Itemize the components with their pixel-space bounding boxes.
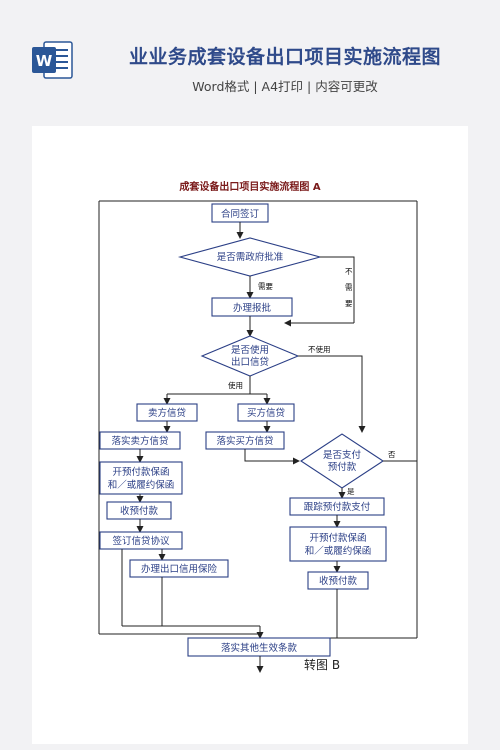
decision-use-credit bbox=[200, 335, 300, 377]
label-no-need-2: 需 bbox=[345, 283, 353, 292]
arrow-impl-buyer-to-prepay bbox=[244, 449, 300, 465]
node-receive-prepay-right-label: 收预付款 bbox=[319, 575, 358, 587]
node-sign-credit-label: 签订信贷协议 bbox=[112, 535, 170, 547]
decision-prepay-label-1: 是否支付 bbox=[323, 449, 362, 461]
label-use: 使用 bbox=[228, 380, 243, 390]
label-need: 需要 bbox=[258, 282, 273, 291]
node-receive-prepay-right bbox=[307, 571, 369, 590]
label-yes: 是 bbox=[347, 487, 355, 496]
node-open-guarantee-right bbox=[289, 526, 387, 562]
node-receive-prepay-left bbox=[106, 501, 172, 520]
node-sign-credit bbox=[99, 531, 183, 550]
node-buyer-credit-label: 买方信贷 bbox=[247, 407, 285, 419]
node-approval-label: 办理报批 bbox=[233, 302, 272, 314]
page-title: 业业务成套设备出口项目实施流程图 bbox=[128, 46, 441, 68]
node-buyer-credit bbox=[237, 403, 295, 422]
arrow-not-use bbox=[298, 355, 366, 433]
label-not-use: 不使用 bbox=[308, 344, 331, 354]
word-document-icon: W bbox=[30, 40, 74, 80]
line-no-need bbox=[320, 256, 355, 323]
document-page: 成套设备出口项目实施流程图 A 合同签订 是否需政府批准 需要 不 需 要 办理… bbox=[32, 126, 468, 744]
label-no-need-3: 要 bbox=[345, 299, 353, 308]
node-open-guarantee-left-label-1: 开预付款保函 bbox=[112, 466, 169, 478]
word-icon-letter: W bbox=[36, 52, 53, 70]
node-open-guarantee-left bbox=[99, 461, 183, 495]
decision-use-credit-label-2: 出口信贷 bbox=[231, 356, 269, 368]
document-heading: 成套设备出口项目实施流程图 A bbox=[179, 180, 320, 193]
node-insurance-label: 办理出口信用保险 bbox=[141, 563, 218, 575]
label-no: 否 bbox=[388, 450, 396, 459]
node-other-terms bbox=[187, 637, 331, 657]
flowchart: 成套设备出口项目实施流程图 A 合同签订 是否需政府批准 需要 不 需 要 办理… bbox=[98, 180, 418, 673]
node-seller-credit-label: 卖方信贷 bbox=[148, 407, 186, 419]
node-impl-seller-label: 落实卖方信贷 bbox=[111, 435, 168, 447]
node-open-guarantee-left-label-2: 和／或履约保函 bbox=[108, 479, 175, 491]
footer-to-chart-b: 转图 B bbox=[304, 657, 340, 672]
label-no-need-1: 不 bbox=[345, 267, 353, 276]
node-open-guarantee-right-label-2: 和／或履约保函 bbox=[305, 545, 372, 557]
node-receive-prepay-left-label: 收预付款 bbox=[120, 505, 159, 517]
node-approval bbox=[211, 297, 293, 317]
node-impl-buyer-label: 落实买方信贷 bbox=[216, 435, 273, 447]
node-track-prepay-label: 跟踪预付款支付 bbox=[304, 501, 371, 513]
node-other-terms-label: 落实其他生效条款 bbox=[221, 642, 298, 654]
node-open-guarantee-right-label-1: 开预付款保函 bbox=[309, 532, 366, 544]
decision-use-credit-label-1: 是否使用 bbox=[231, 344, 269, 356]
page-subtitle: Word格式 | A4打印 | 内容可更改 bbox=[192, 79, 378, 94]
decision-need-gov-label: 是否需政府批准 bbox=[217, 251, 284, 263]
node-insurance bbox=[129, 559, 229, 578]
decision-prepay-label-2: 预付款 bbox=[328, 461, 357, 473]
node-contract-label: 合同签订 bbox=[221, 208, 260, 220]
header: W 业业务成套设备出口项目实施流程图 Word格式 | A4打印 | 内容可更改 bbox=[0, 0, 500, 118]
decision-prepay bbox=[299, 433, 385, 489]
